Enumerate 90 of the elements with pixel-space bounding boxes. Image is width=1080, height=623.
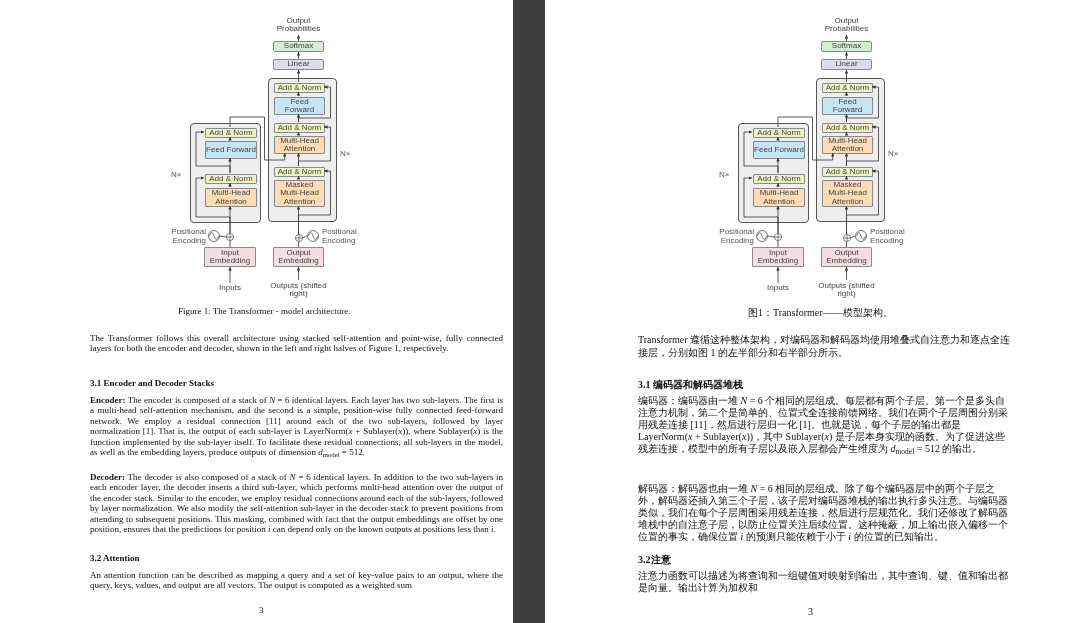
arrow — [228, 182, 232, 188]
output-text: Output Probabilities — [268, 15, 329, 35]
connector-line — [846, 241, 847, 248]
arrow — [844, 34, 849, 42]
encoding-label: Positional Encoding — [322, 227, 358, 245]
arrow — [776, 136, 780, 141]
figure-caption: Figure 1: The Transformer - model architecture. — [178, 305, 351, 318]
arrow — [296, 91, 301, 97]
sine-wave-symbol — [307, 230, 319, 242]
sine-wave-symbol — [208, 230, 220, 242]
embedding-layer: Input Embedding — [204, 247, 256, 267]
add-norm-layer: Add & Norm — [822, 83, 873, 93]
output-text: Output Probabilities — [816, 15, 877, 35]
attention-layer: Multi-Head Attention — [205, 188, 257, 207]
connector-line — [302, 235, 308, 239]
body-paragraph: Transformer 遵循这种整体架构，对编码器和解码器均使用堆叠式自注意力和逐点全连接层，分别如图 1 的左半部分和右半部分所示。 — [638, 333, 1012, 359]
repeat-count-label: N× — [888, 149, 900, 158]
embedding-layer: Output Embedding — [821, 247, 872, 267]
decoder-stack-panel — [268, 78, 337, 222]
plus-symbol — [842, 234, 851, 242]
encoder-stack-panel — [738, 123, 809, 223]
linear-layer: Linear — [273, 59, 324, 70]
arrow — [228, 136, 232, 141]
repeat-count-label: N× — [719, 170, 731, 179]
section-heading: 3.1 编码器和解码器堆栈 — [638, 378, 743, 392]
add-norm-layer: Add & Norm — [274, 167, 325, 177]
arrow — [776, 182, 780, 188]
body-paragraph: The Transformer follows this overall architecture using stacked self-attention and point-wise, fully connected layers for both the encoder and decoder, shown in the left and right halves of Figure 1, respectively. — [90, 333, 503, 354]
figure-caption: 图1：Transformer——模型架构。 — [748, 306, 893, 320]
arrow — [296, 175, 301, 180]
add-norm-layer: Add & Norm — [205, 174, 257, 184]
section-heading: 3.2注意 — [638, 553, 671, 567]
sine-wave-symbol — [756, 230, 768, 242]
body-paragraph: Decoder: The decoder is also composed of a stack of N = 6 identical layers. In addition to the two sub-layers in each encoder layer, the decoder inserts a third sub-layer, which performs multi-head attention over the output of the encoder stack. Similar to the encoder, we employ residual connections around each of the sub-layers, followed by layer normalization. We also modify the self-attention sub-layer in the decoder stack to prevent positions from attending to subsequent positions. This masking, combined with fact that the output embeddings are offset by one position, ensures that the predictions for position i can depend only on the known outputs at positions less than i. — [90, 472, 503, 535]
feed-forward-layer: Feed Forward — [822, 97, 873, 115]
section-heading: 3.2 Attention — [90, 552, 140, 565]
arrow — [844, 175, 849, 180]
add-norm-layer: Add & Norm — [274, 123, 325, 133]
attention-layer: Multi-Head Attention — [753, 188, 805, 207]
attention-layer: Multi-Head Attention — [822, 136, 873, 154]
plus-symbol — [774, 233, 782, 241]
input-text: Inputs — [758, 283, 798, 293]
softmax-layer: Softmax — [821, 41, 872, 52]
body-paragraph: An attention function can be described as mapping a query and a set of key-value pairs to an output, where the query, keys, values, and output are all vectors. The output is computed as a weighted sum — [90, 570, 503, 591]
connector-line — [219, 235, 227, 238]
section-heading: 3.1 Encoder and Decoder Stacks — [90, 377, 214, 390]
encoding-label: Positional Encoding — [170, 227, 206, 245]
arrow — [296, 34, 301, 42]
feed-forward-layer: Feed Forward — [205, 141, 257, 159]
feed-forward-layer: Feed Forward — [753, 141, 805, 159]
arrow — [844, 91, 849, 97]
linear-layer: Linear — [821, 59, 872, 70]
page-number: 3 — [808, 605, 813, 619]
connector-line — [777, 240, 779, 248]
page-number: 3 — [259, 604, 264, 617]
body-paragraph: 注意力函数可以描述为将查询和一组键值对映射到输出，其中查询、键、值和输出都是向量。输出计算为加权和 — [638, 570, 1009, 594]
repeat-count-label: N× — [171, 170, 183, 179]
add-norm-layer: Add & Norm — [753, 128, 805, 138]
embedding-layer: Output Embedding — [273, 247, 324, 267]
feed-forward-layer: Feed Forward — [274, 97, 325, 115]
softmax-layer: Softmax — [273, 41, 324, 52]
output-text: Outputs (shifted right) — [269, 280, 328, 300]
body-paragraph: Encoder: The encoder is composed of a stack of N = 6 identical layers. Each layer has two sub-layers. The first is a multi-head self-attention mechanism, and the second is a simple, position-wise fully connected feed-forward network. We employ a residual connection [11] around each of the two sub-layers, followed by layer normalization [1]. That is, the output of each sub-layer is LayerNorm(x + Sublayer(x)), where Sublayer(x) is the function implemented by the sub-layer itself. To facilitate these residual connections, all sub-layers in the model, as well as the embedding layers, produce outputs of dimension d$_{model}$ = 512. — [90, 395, 503, 458]
body-paragraph: 编码器：编码器由一堆 N = 6 个相同的层组成。每层都有两个子层。第一个是多头自注意力机制，第二个是简单的、位置式全连接前馈网络。我们在两个子层周围分别采用残差连接 [11]，然后进行层归一化 [1]。也就是说，每个子层的输出都是 LayerNorm(x + Sublayer(x))，其中 Sublayer(x) 是子层本身实现的函数。为了促进这些残差连接，模型中的所有子层以及嵌入层都会产生维度为 d$_{model}$ = 512 的输出。 — [638, 395, 1009, 455]
plus-symbol — [226, 233, 234, 241]
sine-wave-symbol — [855, 230, 867, 242]
add-norm-layer: Add & Norm — [274, 83, 325, 93]
repeat-count-label: N× — [340, 149, 352, 158]
arrow — [296, 131, 301, 136]
arrow — [844, 131, 849, 136]
encoder-stack-panel — [190, 123, 261, 223]
masked-attention-layer: Masked Multi-Head Attention — [822, 180, 873, 207]
connector-line — [850, 235, 856, 239]
input-text: Inputs — [210, 283, 250, 293]
connector-line — [767, 235, 775, 238]
encoding-label: Positional Encoding — [870, 227, 906, 245]
connector-line — [229, 240, 231, 248]
add-norm-layer: Add & Norm — [753, 174, 805, 184]
add-norm-layer: Add & Norm — [822, 123, 873, 133]
connector-line — [298, 241, 299, 248]
plus-symbol — [294, 234, 303, 242]
decoder-stack-panel — [816, 78, 885, 222]
encoding-label: Positional Encoding — [718, 227, 754, 245]
embedding-layer: Input Embedding — [752, 247, 804, 267]
add-norm-layer: Add & Norm — [822, 167, 873, 177]
add-norm-layer: Add & Norm — [205, 128, 257, 138]
attention-layer: Multi-Head Attention — [274, 136, 325, 154]
output-text: Outputs (shifted right) — [817, 280, 876, 300]
masked-attention-layer: Masked Multi-Head Attention — [274, 180, 325, 207]
body-paragraph: 解码器：解码器也由一堆 N = 6 相同的层组成。除了每个编码器层中的两个子层之外，解码器还插入第三个子层，该子层对编码器堆栈的输出执行多头注意。与编码器类似，我们在每个子层周围采用残差连接，然后进行层规范化。我们还修改了解码器堆栈中的自注意子层，以防止位置关注后续位置。这种掩蔽，加上输出嵌入偏移一个位置的事实，确保位置 i 的预测只能依赖于小于 i 的位置的已知输出。 — [638, 483, 1009, 543]
